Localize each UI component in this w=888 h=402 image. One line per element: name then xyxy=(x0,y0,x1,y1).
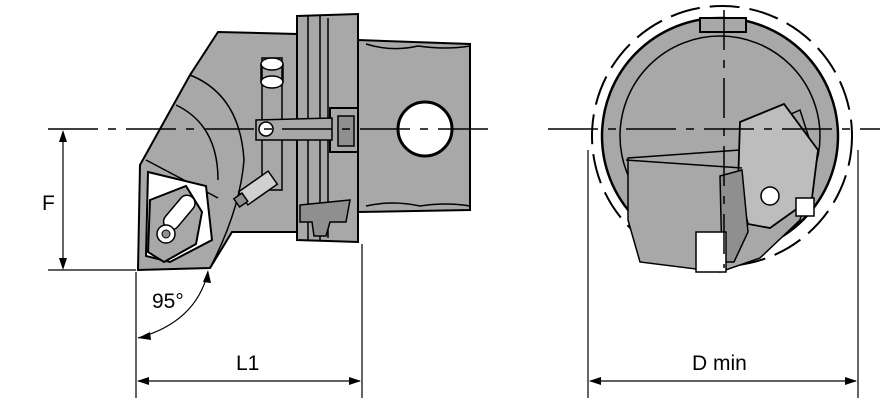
flange-slot-inner xyxy=(337,115,355,147)
insert-front xyxy=(695,231,727,273)
l1-arrow-right xyxy=(349,377,361,385)
f-arrow-top xyxy=(59,130,67,142)
coolant-plug-top xyxy=(260,57,284,71)
shank-contour xyxy=(365,43,471,50)
insert-screw-center xyxy=(161,229,171,239)
dmin-arrow-left xyxy=(589,377,601,385)
side-view: F 95° L1 xyxy=(42,12,492,398)
head-contour-2 xyxy=(175,104,219,181)
l1-label: L1 xyxy=(236,352,259,375)
flange-notch xyxy=(299,199,351,237)
front-screw xyxy=(760,186,780,206)
side-slot xyxy=(795,197,815,217)
f-label: F xyxy=(42,192,55,215)
dmin-label: D min xyxy=(692,352,747,375)
shank-contour-bottom xyxy=(365,202,471,207)
l1-arrow-left xyxy=(137,377,149,385)
angle-arrow-right xyxy=(203,270,211,283)
clamp-screw xyxy=(232,170,279,209)
dmin-arrow-right xyxy=(845,377,857,385)
f-arrow-bottom xyxy=(59,258,67,270)
head-face-edge xyxy=(625,159,743,169)
coolant-plug-mid xyxy=(260,75,284,89)
front-view: D min xyxy=(548,5,880,398)
angle-label: 95° xyxy=(152,290,184,313)
key-slot xyxy=(699,17,747,33)
angle-arrow-left xyxy=(138,332,151,340)
head-contour-1 xyxy=(189,74,245,269)
coolant-plug-body xyxy=(260,64,284,82)
